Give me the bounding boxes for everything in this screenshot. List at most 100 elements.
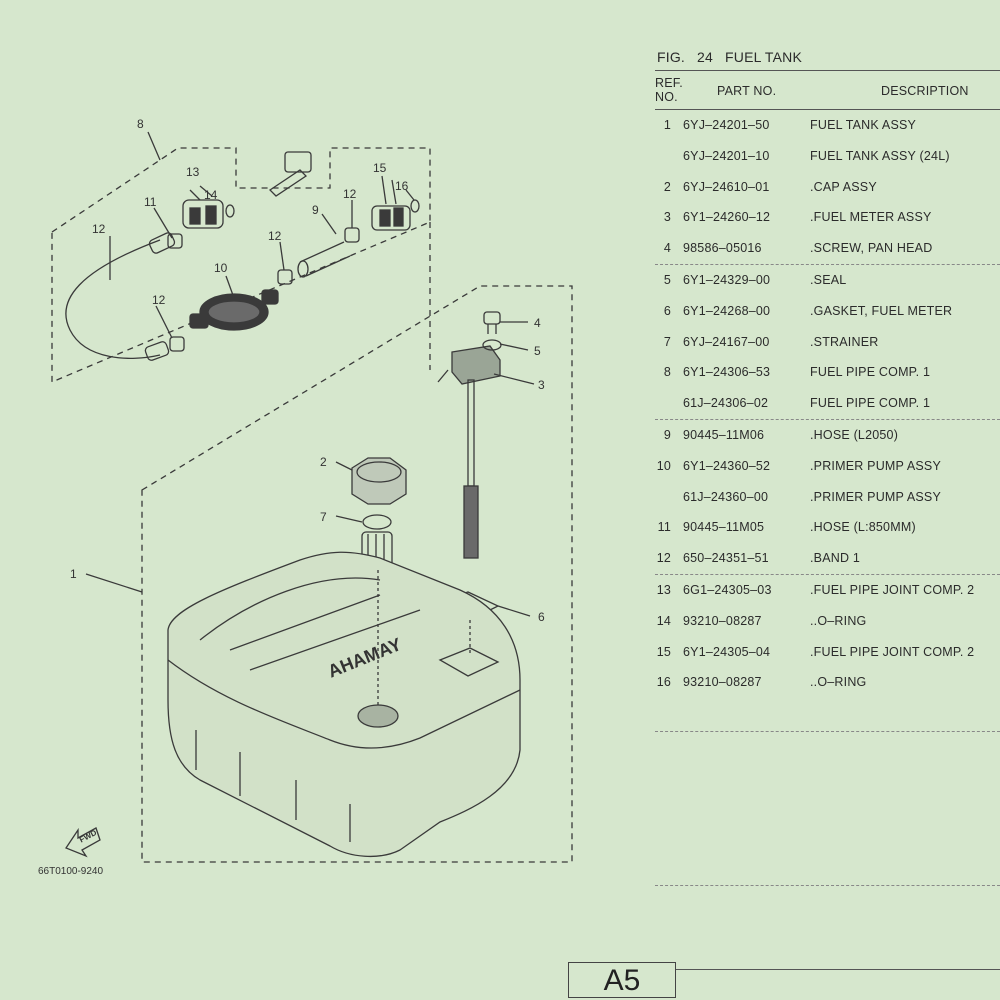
description-cell: .STRAINER [810, 334, 879, 349]
description-cell: .SEAL [810, 272, 847, 287]
ref-no-cell: 14 [656, 613, 671, 628]
callout-9: 9 [312, 203, 319, 217]
callout-7: 7 [320, 510, 327, 524]
part-no-cell: 6YJ–24167–00 [683, 334, 770, 349]
fuel-tank-1: YAMAHA [167, 551, 521, 858]
table-row: 11 90445–11M05 .HOSE (L:850MM) [655, 512, 1000, 543]
ref-no-cell: 1 [663, 118, 671, 132]
separator-line [655, 731, 1000, 732]
part-no-cell: 6Y1–24329–00 [683, 272, 771, 287]
description-cell: FUEL PIPE COMP. 1 [810, 365, 931, 380]
ref-no-cell: 9 [663, 427, 671, 442]
part-no-cell: 98586–05016 [683, 241, 762, 256]
part-no-cell: 6Y1–24260–12 [683, 210, 771, 225]
part-no-cell: 6YJ–24201–10 [683, 148, 770, 163]
leader-lines [85, 131, 535, 708]
description-cell: .FUEL METER ASSY [810, 210, 932, 225]
callout-11: 12 [92, 222, 106, 236]
callout-5: 5 [534, 344, 541, 358]
part-no-cell: 93210–08287 [683, 613, 762, 628]
primer-pump-10 [189, 289, 279, 331]
ref-no-cell: 2 [663, 179, 671, 194]
tank-group-outline [141, 285, 573, 863]
callout-4: 4 [534, 316, 541, 330]
pipe-joint-15 [371, 199, 420, 231]
part-no-cell: 90445–11M05 [683, 520, 765, 535]
part-no-cell: 6Y1–24360–52 [683, 458, 771, 473]
table-row: 12 650–24351–51 .BAND 1 [655, 543, 1000, 574]
figure-title: FIG. 24 FUEL TANK [655, 46, 1000, 71]
fwd-arrow-icon: FWD [65, 827, 101, 858]
table-row: 1 6YJ–24201–50 FUEL TANK ASSY [655, 110, 1000, 141]
callout-1: 1 [70, 567, 77, 581]
pipe-joint-13 [182, 199, 235, 229]
engine-connector [268, 151, 312, 197]
parts-table-header: REF. NO. PART NO. DESCRIPTION [655, 71, 1000, 110]
part-no-cell: 93210–08287 [683, 675, 762, 690]
callout-12-b: 12 [152, 293, 166, 307]
part-no-header: PART NO. [717, 84, 777, 98]
callout-10: 10 [214, 261, 228, 275]
table-row: 14 93210–08287 ..O–RING [655, 606, 1000, 637]
callout-14: 14 [204, 188, 218, 202]
callout-12-d: 12 [343, 187, 357, 201]
ref-header-line2: NO. [655, 90, 678, 104]
description-cell: ..O–RING [810, 613, 867, 628]
hose-9 [297, 241, 351, 278]
description-cell: .SCREW, PAN HEAD [810, 241, 933, 256]
callout-12-c: 12 [268, 229, 282, 243]
description-header: DESCRIPTION [881, 84, 969, 98]
ref-no-cell: 4 [663, 241, 671, 256]
figure-name: FUEL TANK [725, 49, 803, 65]
fuel-meter-3 [437, 345, 501, 559]
ref-no-cell: 15 [656, 644, 671, 659]
ref-no-cell: 13 [656, 582, 671, 597]
part-no-cell: 61J–24360–00 [683, 489, 769, 504]
description-cell: .HOSE (L:850MM) [810, 520, 916, 535]
table-row: 4 98586–05016 .SCREW, PAN HEAD [655, 233, 1000, 264]
part-no-cell: 6YJ–24201–50 [683, 118, 770, 132]
ref-no-cell: 12 [656, 551, 671, 566]
ref-header-line1: REF. [655, 76, 683, 90]
part-no-cell: 6Y1–24268–00 [683, 303, 771, 318]
part-no-cell: 61J–24306–02 [683, 396, 769, 411]
ref-no-cell: 11 [657, 520, 671, 535]
description-cell: .PRIMER PUMP ASSY [810, 489, 941, 504]
figure-number: 24 [697, 49, 714, 65]
description-cell: FUEL TANK ASSY [810, 118, 917, 132]
description-cell: .FUEL PIPE JOINT COMP. 2 [810, 644, 975, 659]
part-no-cell: 6YJ–24610–01 [683, 179, 770, 194]
part-no-cell: 650–24351–51 [683, 551, 769, 566]
seal-5 [482, 339, 502, 351]
description-cell: .FUEL PIPE JOINT COMP. 2 [810, 582, 975, 597]
figure-prefix: FIG. [657, 49, 686, 65]
description-cell: .HOSE (L2050) [810, 427, 899, 442]
fuel-pipe-group-outline [51, 147, 431, 383]
ref-no-header: REF. NO. [655, 76, 683, 104]
table-row: 6YJ–24201–10 FUEL TANK ASSY (24L) [655, 141, 1000, 172]
callout-6: 6 [538, 610, 545, 624]
part-no-cell: 90445–11M06 [683, 427, 765, 442]
ref-no-cell: 10 [656, 458, 671, 473]
description-cell: ..O–RING [810, 675, 867, 690]
hose-11 [65, 232, 176, 361]
screw-4 [483, 311, 501, 334]
callout-3: 3 [538, 378, 545, 392]
callout-2: 2 [320, 455, 327, 469]
exploded-parts-diagram: YAMAHA 8 13 14 11 12 10 12 12 9 12 1 [38, 117, 573, 877]
description-cell: .BAND 1 [810, 551, 861, 566]
description-cell: FUEL TANK ASSY (24L) [810, 148, 950, 163]
separator-line [655, 885, 1000, 886]
table-row: 9 90445–11M06 .HOSE (L2050) [655, 418, 1000, 451]
table-row: 61J–24360–00 .PRIMER PUMP ASSY [655, 482, 1000, 513]
